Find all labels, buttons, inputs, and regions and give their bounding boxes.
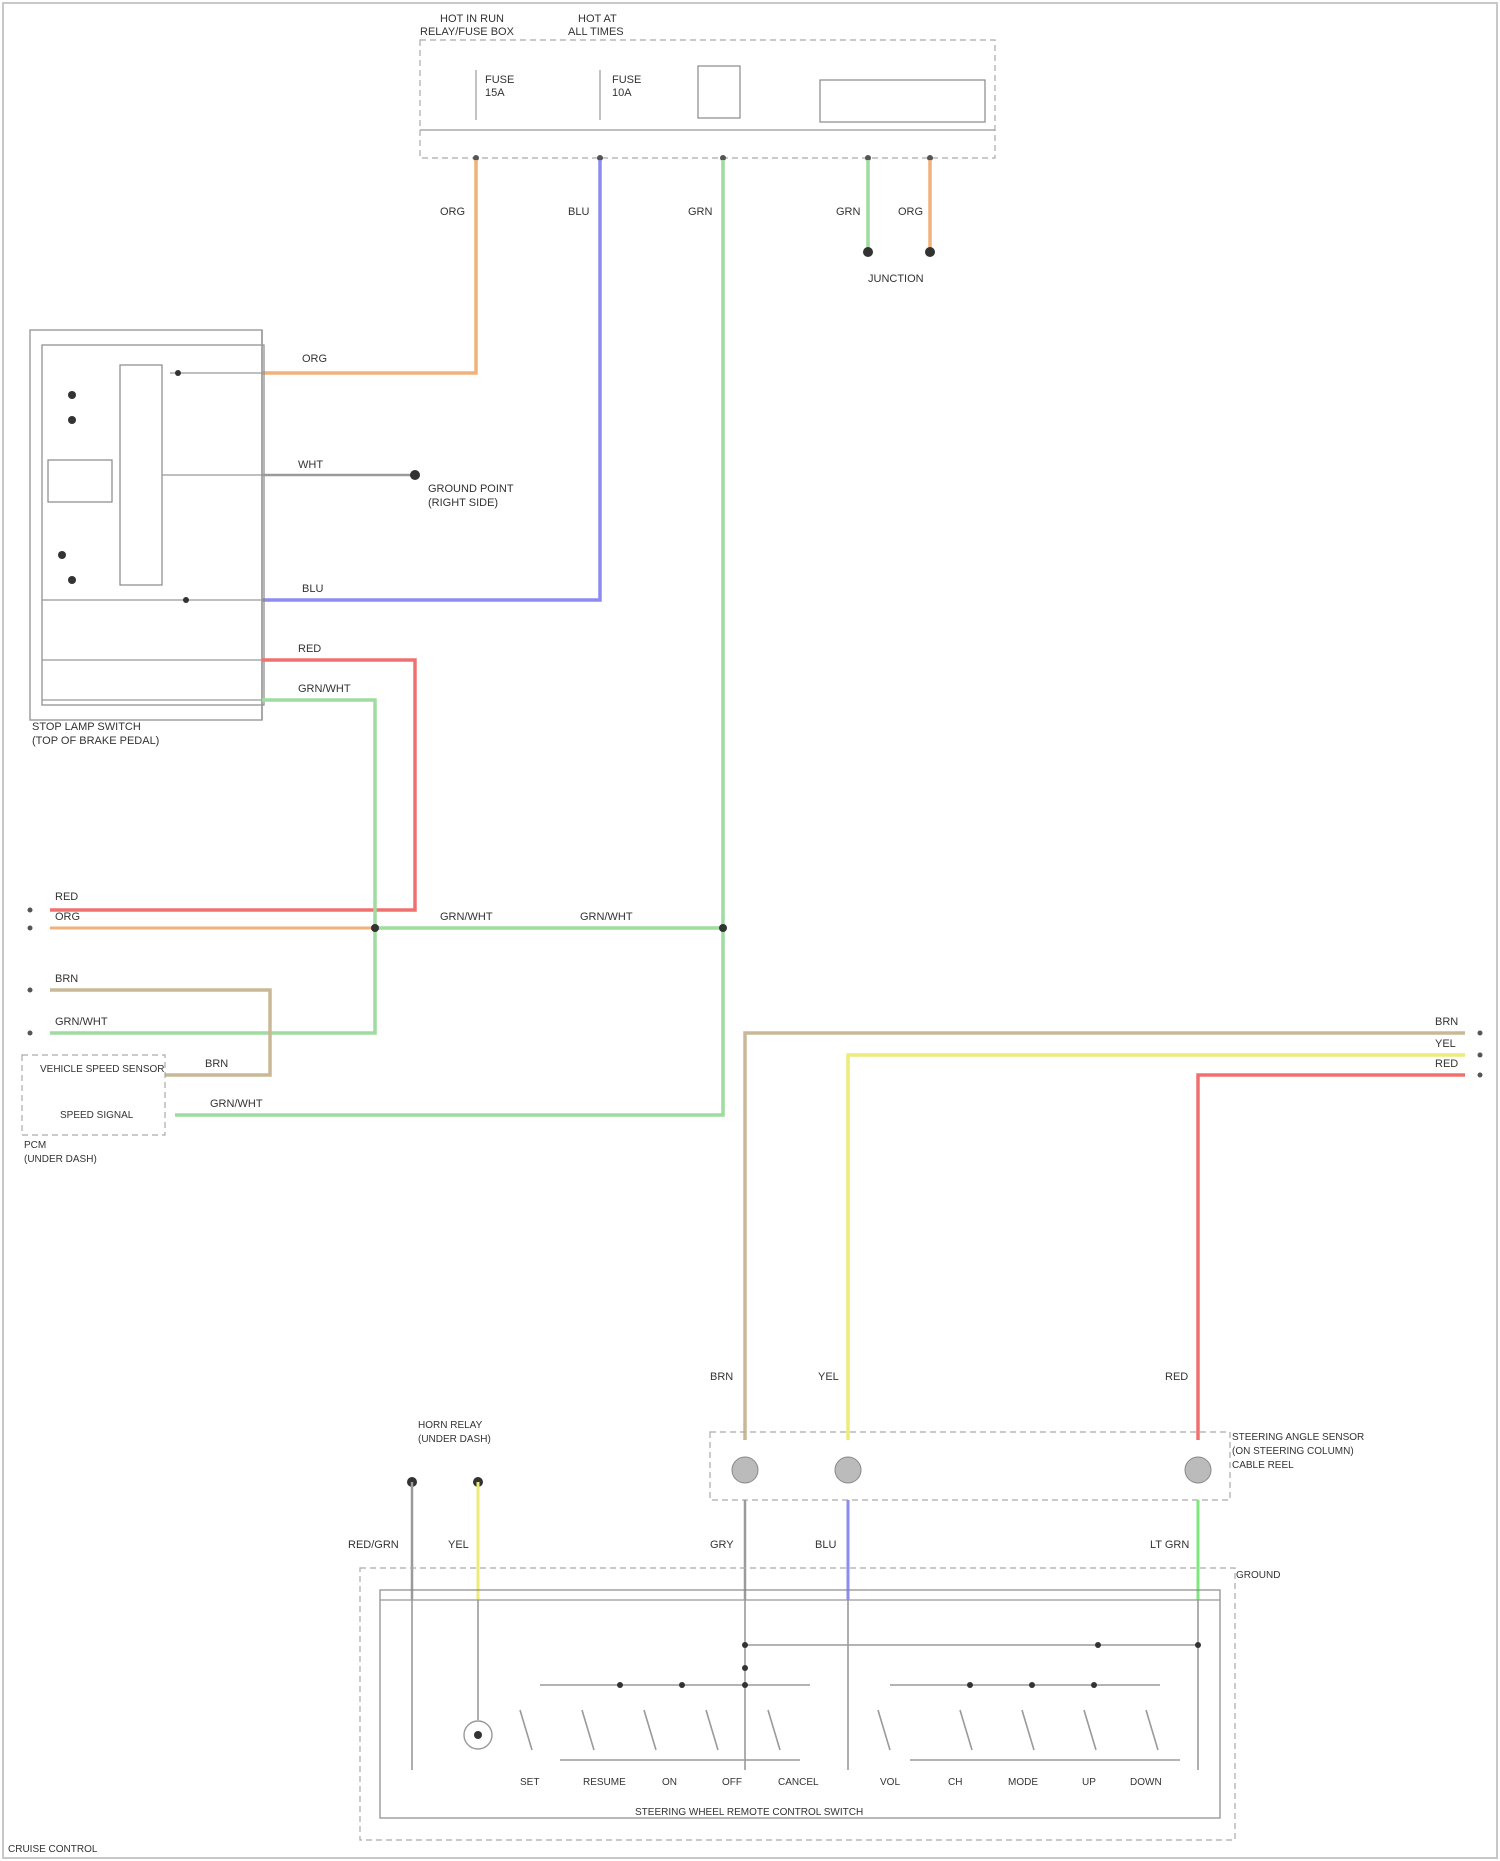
wire-yellow-right (848, 1055, 1465, 1440)
fuse-b-label: FUSE (612, 74, 641, 86)
pcm-label: PCM (24, 1140, 46, 1151)
fuse-a-label: FUSE (485, 74, 514, 86)
wire-label-grnwht-3: GRN/WHT (440, 911, 493, 923)
stop-switch-sublabel: (TOP OF BRAKE PEDAL) (32, 735, 159, 747)
wire-label-ltgrn: LT GRN (1150, 1539, 1189, 1551)
wire-label-brn-1: BRN (55, 973, 78, 985)
fuse-a-rating: 15A (485, 87, 505, 99)
wire-label-brn-3: BRN (1435, 1016, 1458, 1028)
ground-bottom-label: GROUND (1236, 1570, 1280, 1581)
pcm-location: (UNDER DASH) (24, 1154, 97, 1165)
connector-label-junction: JUNCTION (868, 273, 924, 285)
wire-orange-top (262, 160, 476, 373)
cable-reel-label: CABLE REEL (1232, 1460, 1294, 1471)
wire-label-grnwht-4: GRN/WHT (580, 911, 633, 923)
wire-label-grnwht-1: GRN/WHT (210, 1098, 263, 1110)
vehicle-speed-sensor-module: VEHICLE SPEED SENSOR SPEED SIGNAL PCM (U… (22, 1055, 165, 1165)
fuse-box-top: HOT IN RUN RELAY/FUSE BOX HOT AT ALL TIM… (420, 13, 995, 158)
steering-wheel-remote-switch: GROUND STEERING WHEEL REMOTE CONTROL SWI… (360, 1568, 1280, 1840)
switch-label-set: SET (520, 1777, 539, 1788)
wire-label-wht-1: WHT (298, 459, 323, 471)
switch-label-mode: MODE (1008, 1777, 1038, 1788)
wire-label-grn-2: GRN (836, 206, 861, 218)
wire-tan-right (745, 1033, 1465, 1440)
wire-green-switch (50, 700, 375, 1033)
wire-label-gry-1: GRY (710, 1539, 734, 1551)
wire-red-right (1198, 1075, 1465, 1440)
footer-label: CRUISE CONTROL (8, 1844, 98, 1855)
fuse-label-all-times: ALL TIMES (568, 26, 624, 38)
wire-label-red-3: RED (1435, 1058, 1458, 1070)
wire-red-switch (50, 660, 415, 910)
horn-relay-sub: (UNDER DASH) (418, 1434, 491, 1445)
switch-label-down: DOWN (1130, 1777, 1162, 1788)
switch-label-resume: RESUME (583, 1777, 626, 1788)
fuse-b-rating: 10A (612, 87, 632, 99)
switch-label-ch: CH (948, 1777, 962, 1788)
switch-label-off: OFF (722, 1777, 742, 1788)
switch-label-vol: VOL (880, 1777, 900, 1788)
fuse-label-hot-at: HOT AT (578, 13, 617, 25)
wire-label-blu-1: BLU (568, 206, 589, 218)
stop-switch-label: STOP LAMP SWITCH (32, 721, 141, 733)
wire-blue-top (262, 160, 600, 600)
stop-lamp-switch: STOP LAMP SWITCH (TOP OF BRAKE PEDAL) (30, 330, 264, 747)
steering-angle-sub: (ON STEERING COLUMN) (1232, 1446, 1354, 1457)
wire-label-org-2: ORG (302, 353, 327, 365)
vss-sublabel: SPEED SIGNAL (60, 1110, 134, 1121)
wire-label-blu-2: BLU (302, 583, 323, 595)
fuse-label-relay-box: RELAY/FUSE BOX (420, 26, 515, 38)
steering-angle-label: STEERING ANGLE SENSOR (1232, 1432, 1364, 1443)
wire-label-yel-1: YEL (1435, 1038, 1456, 1050)
wire-label-grnwht-2: GRN/WHT (298, 683, 351, 695)
wire-label-red-2: RED (55, 891, 78, 903)
switch-label-on: ON (662, 1777, 677, 1788)
switch-label-cancel: CANCEL (778, 1777, 819, 1788)
wire-green-main (175, 160, 723, 1115)
horn-relay-label: HORN RELAY (418, 1420, 483, 1431)
wire-label-brn-2: BRN (205, 1058, 228, 1070)
wire-label-brn-4: BRN (710, 1371, 733, 1383)
wire-label-grn-1: GRN (688, 206, 713, 218)
wire-label-org-3: ORG (898, 206, 923, 218)
fuse-label-hot-in-run: HOT IN RUN (440, 13, 504, 25)
wire-label-yel-3: YEL (448, 1539, 469, 1551)
remote-switch-label: STEERING WHEEL REMOTE CONTROL SWITCH (635, 1807, 863, 1818)
wire-label-grnwht-5: GRN/WHT (55, 1016, 108, 1028)
wire-label-org-1: ORG (440, 206, 465, 218)
wire-label-org-4: ORG (55, 911, 80, 923)
vss-label: VEHICLE SPEED SENSOR (40, 1064, 164, 1075)
wire-label-red-4: RED (1165, 1371, 1188, 1383)
ground-note: GROUND POINT (428, 483, 514, 495)
ground-note-sub: (RIGHT SIDE) (428, 497, 498, 509)
wire-label-red-1: RED (298, 643, 321, 655)
cable-reel: STEERING ANGLE SENSOR (ON STEERING COLUM… (710, 1432, 1364, 1500)
wire-label-redgrn: RED/GRN (348, 1539, 399, 1551)
switch-label-up: UP (1082, 1777, 1096, 1788)
wire-label-blu-3: BLU (815, 1539, 836, 1551)
wire-label-yel-2: YEL (818, 1371, 839, 1383)
